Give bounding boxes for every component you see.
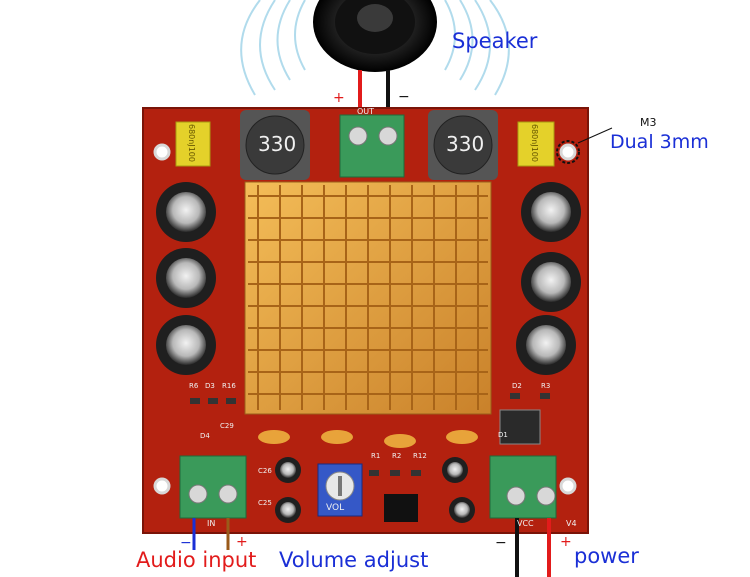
silkscreen-label: R16 bbox=[222, 382, 236, 390]
power-plus-mark: + bbox=[560, 534, 572, 550]
audio-plus-mark: + bbox=[236, 534, 248, 550]
speaker-label: Speaker bbox=[452, 29, 538, 53]
vcc-label: VCC bbox=[517, 519, 534, 528]
volume-potentiometer bbox=[317, 463, 363, 517]
capacitors-right bbox=[516, 182, 581, 375]
audio-minus-mark: − bbox=[180, 535, 192, 551]
audio-input-label: Audio input bbox=[136, 548, 257, 572]
silkscreen-label: R3 bbox=[541, 382, 551, 390]
silkscreen-label: C29 bbox=[220, 422, 234, 430]
silkscreen-label: D3 bbox=[205, 382, 215, 390]
power-terminal bbox=[489, 455, 557, 519]
cap-left-label: 680nJ100 bbox=[187, 124, 196, 162]
power-minus-mark: − bbox=[495, 535, 507, 551]
out-label: OUT bbox=[357, 107, 375, 116]
in-label: IN bbox=[207, 519, 216, 528]
inductor-left bbox=[240, 110, 310, 180]
sound-waves-graphic bbox=[240, 0, 510, 96]
silkscreen-label: D2 bbox=[512, 382, 522, 390]
audio-input-terminal bbox=[179, 455, 247, 519]
speaker-plus-mark: + bbox=[333, 90, 345, 106]
speaker-graphic bbox=[313, 0, 437, 72]
silkscreen-label: D1 bbox=[498, 431, 508, 439]
inductor-right bbox=[428, 110, 498, 180]
inductor-left-label: 330 bbox=[258, 132, 297, 156]
speaker-minus-mark: − bbox=[398, 89, 410, 105]
v4-label: V4 bbox=[566, 519, 577, 528]
silkscreen-label: R2 bbox=[392, 452, 402, 460]
m3-label: M3 bbox=[640, 116, 657, 129]
inductor-right-label: 330 bbox=[446, 132, 485, 156]
silkscreen-label: R6 bbox=[189, 382, 199, 390]
pot-label: VOL bbox=[326, 503, 345, 513]
silkscreen-label: C25 bbox=[258, 499, 272, 507]
silkscreen-label: R12 bbox=[413, 452, 427, 460]
capacitors-left bbox=[156, 182, 216, 375]
silkscreen-label: C26 bbox=[258, 467, 272, 475]
cap-right-label: 680nJ100 bbox=[530, 124, 539, 162]
silkscreen-label: R1 bbox=[371, 452, 381, 460]
silkscreen-label: D4 bbox=[200, 432, 210, 440]
volume-adjust-label: Volume adjust bbox=[279, 548, 429, 572]
power-label: power bbox=[574, 544, 639, 568]
speaker-terminal bbox=[339, 114, 405, 178]
dual-3mm-label: Dual 3mm bbox=[610, 131, 709, 153]
